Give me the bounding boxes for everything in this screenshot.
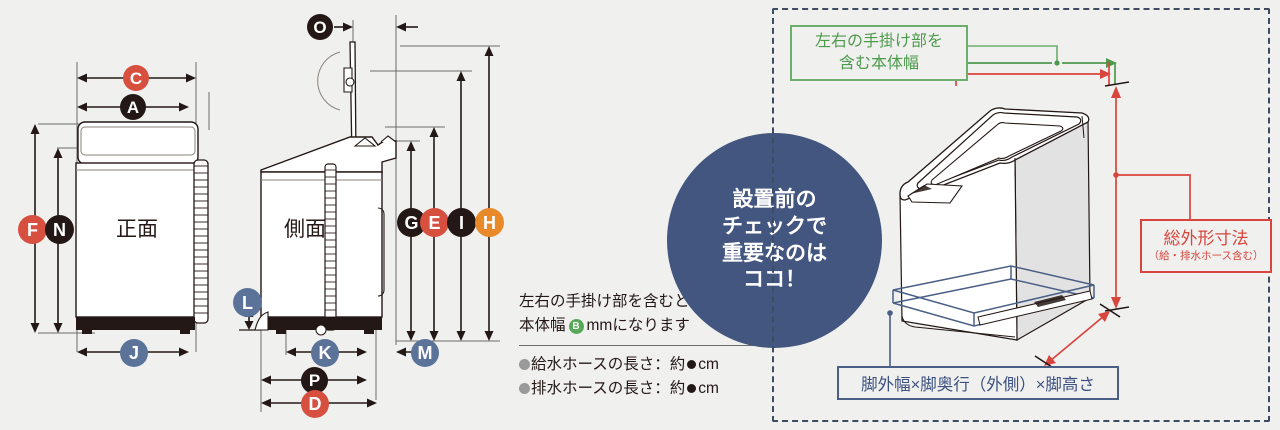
hose-drain-unit: cm <box>698 380 719 397</box>
bullet-dot-icon <box>519 359 530 370</box>
value-placeholder-dot-icon <box>687 360 697 369</box>
badge-M: M <box>411 339 439 367</box>
badge-H: H <box>475 208 504 237</box>
label-box-overall-dimensions: 総外形寸法 （給・排水ホース含む） <box>1140 219 1272 273</box>
washer-3d-illustration <box>887 45 1191 370</box>
washer-side-view <box>254 41 397 336</box>
green-width-dimension <box>949 51 1116 84</box>
right-panel-dashed-border <box>772 8 1270 422</box>
green-label-line-1: 左右の手掛け部を <box>814 33 943 51</box>
check-point-callout: 設置前の チェックで 重要なのは ココ！ <box>667 133 882 348</box>
hose-supply-label: 給水ホースの長さ： <box>531 356 670 373</box>
callout-line-3: 重要なのは <box>722 241 827 265</box>
front-view-label: 正面 <box>116 218 158 241</box>
center-note-divider <box>519 345 759 346</box>
center-note-line2-prefix: 本体幅 <box>519 317 566 334</box>
badge-O: O <box>307 14 333 40</box>
washer-front-view <box>75 121 209 334</box>
side-view-label: 側面 <box>284 218 326 241</box>
label-box-leg-dimensions: 脚外幅×脚奥行（外側）×脚高さ <box>837 366 1119 400</box>
badge-F: F <box>18 215 47 244</box>
center-note-line2-suffix: mmになります <box>586 317 690 334</box>
badge-E: E <box>420 208 449 237</box>
badge-C: C <box>123 65 149 91</box>
badge-B-inline: B <box>568 319 584 335</box>
callout-line-1: 設置前の <box>732 187 817 211</box>
red-depth-dimension <box>1049 315 1105 362</box>
badge-P: P <box>301 367 328 394</box>
badge-D: D <box>301 390 329 418</box>
badge-K: K <box>311 339 339 367</box>
red-label-title: 総外形寸法 <box>1163 228 1249 248</box>
badge-J: J <box>120 339 148 367</box>
hose-item-supply: 給水ホースの長さ：約 cm <box>519 353 719 377</box>
bullet-dot-icon <box>519 383 530 394</box>
hose-item-drain: 排水ホースの長さ：約 cm <box>519 377 719 401</box>
badge-N: N <box>45 215 74 244</box>
callout-line-2: チェックで <box>722 214 827 238</box>
callout-line-4: ココ！ <box>743 268 806 292</box>
washer-3d-body <box>899 107 1091 342</box>
hose-supply-unit: cm <box>698 356 719 373</box>
hose-drain-approx: 約 <box>669 380 686 397</box>
red-width-dimension <box>955 62 1110 86</box>
hose-supply-approx: 約 <box>669 356 686 373</box>
blue-label-text: 脚外幅×脚奥行（外側）×脚高さ <box>861 376 1095 394</box>
center-note-line1: 左右の手掛け部を含むと <box>519 293 690 310</box>
green-label-line-2: 含む本体幅 <box>838 55 919 72</box>
green-leader-line <box>967 45 1058 63</box>
badge-A: A <box>120 94 146 120</box>
value-placeholder-dot-icon <box>687 384 697 393</box>
red-label-subtitle: （給・排水ホース含む） <box>1148 250 1264 263</box>
red-height-dimension <box>1115 94 1191 301</box>
label-box-body-width-with-handles: 左右の手掛け部を 含む本体幅 <box>790 25 968 81</box>
badge-I: I <box>447 208 476 237</box>
hose-drain-label: 排水ホースの長さ： <box>531 380 670 397</box>
badge-L: L <box>233 288 262 317</box>
